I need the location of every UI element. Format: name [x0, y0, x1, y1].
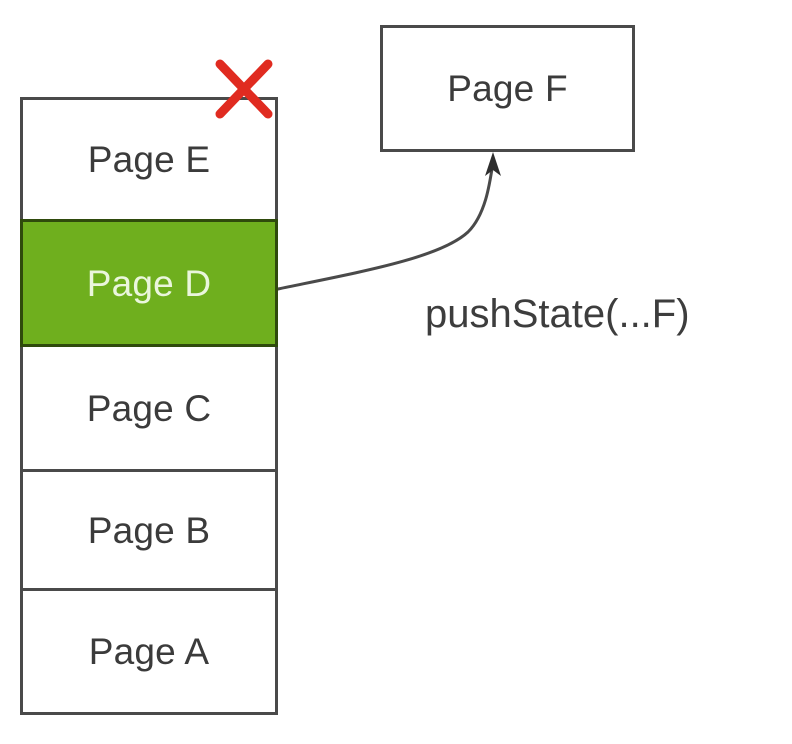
new-page-box[interactable]: Page F [380, 25, 635, 152]
stack-frame-label: Page B [87, 509, 211, 551]
new-page-label: Page F [447, 68, 568, 109]
stack-frame-page-b[interactable]: Page B [20, 469, 278, 591]
stack-frame-label: Page C [86, 387, 212, 429]
stack-frame-page-c[interactable]: Page C [20, 344, 278, 472]
stack-frame-page-a[interactable]: Page A [20, 588, 278, 715]
pushstate-call-label: pushState(...F) [425, 292, 690, 336]
stack-frame-label: Page A [88, 631, 210, 672]
stack-frame-label: Page E [87, 139, 211, 180]
stack-frame-page-d[interactable]: Page D [20, 219, 278, 347]
stack-frame-label: Page D [86, 262, 212, 304]
history-stack: Page E Page D Page C Page B Page A [20, 97, 278, 715]
stack-frame-page-e[interactable]: Page E [20, 97, 278, 222]
